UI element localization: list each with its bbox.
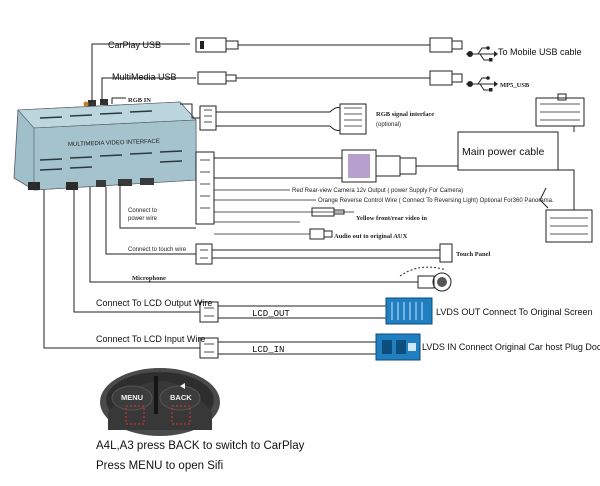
lcd-out-connector xyxy=(199,301,219,323)
yellow-video-label: Yellow front/rear video in xyxy=(356,215,427,222)
power-wire-label-2: power wire xyxy=(128,216,158,222)
power-plug xyxy=(341,149,458,183)
touch-panel-label: Touch Panel xyxy=(456,251,490,258)
microphone-label: Microphone xyxy=(132,275,166,282)
touch-connector xyxy=(195,243,213,265)
main-power-cable-label: Main power cable xyxy=(462,146,544,158)
lcd-input-wire-label: Connect To LCD Input Wire xyxy=(96,334,205,344)
rgb-connector xyxy=(199,105,217,131)
rgb-signal-connector xyxy=(329,103,367,135)
lvds-out-label: LVDS OUT Connect To Original Screen xyxy=(436,307,593,317)
lcd-in-connector xyxy=(199,337,219,359)
power-harness-connector xyxy=(195,151,215,225)
microphone-icon xyxy=(399,266,452,292)
rca-yellow-connector xyxy=(311,207,345,217)
lcd-out-label: LCD_OUT xyxy=(252,309,290,319)
mobile-usb-connector xyxy=(429,37,463,53)
back-button-label: BACK xyxy=(170,393,192,402)
multimedia-usb-connector xyxy=(197,71,237,85)
lvds-in-plug xyxy=(375,333,421,361)
mp5-usb-label: MP5_USB xyxy=(500,82,530,89)
usb-icon xyxy=(466,46,498,62)
mp5-usb-connector xyxy=(429,70,463,86)
rgb-signal-label: RGB signal interface xyxy=(376,111,434,118)
rear-camera-label: Red Rear-view Camera 12v Output ( power … xyxy=(292,188,463,194)
lcd-in-label: LCD_IN xyxy=(252,345,284,355)
main-power-cable-box: Main power cable xyxy=(457,131,559,171)
touch-wire-label: Connect to touch wire xyxy=(128,247,187,253)
rgb-in-label: RGB IN xyxy=(128,97,151,104)
menu-button-label: MENU xyxy=(121,393,143,402)
mobile-usb-label: To Mobile USB cable xyxy=(498,47,582,57)
back-arrow-icon xyxy=(180,383,185,389)
multimedia-usb-label: MultiMedia USB xyxy=(112,72,177,82)
usb-icon-2 xyxy=(466,76,498,92)
carplay-usb-label: CarPlay USB xyxy=(108,40,161,50)
aux-connector xyxy=(309,228,333,240)
caption-line-2: Press MENU to open Sifi xyxy=(96,460,224,472)
module-label: MULTIMEDIA VIDEO INTERFACE xyxy=(68,139,160,148)
rgb-signal-optional: (optional) xyxy=(376,122,401,128)
lvds-in-label: LVDS IN Connect Original Car host Plug D… xyxy=(422,342,600,352)
interface-module: MULTIMEDIA VIDEO INTERFACE xyxy=(13,99,197,191)
lcd-output-wire-label: Connect To LCD Output Wire xyxy=(96,298,212,308)
carplay-usb-connector xyxy=(195,37,239,53)
audio-out-label: Audio out to original AUX xyxy=(334,233,408,240)
orange-reverse-label: Orange Reverse Control Wire ( Connect To… xyxy=(318,198,554,204)
power-wire-label-1: Connect to xyxy=(128,208,158,214)
lvds-out-plug xyxy=(385,297,433,325)
caption-line-1: A4L,A3 press BACK to switch to CarPlay xyxy=(96,440,305,452)
car-buttons-photo: MENU BACK xyxy=(100,368,220,436)
car-connector xyxy=(535,93,593,243)
